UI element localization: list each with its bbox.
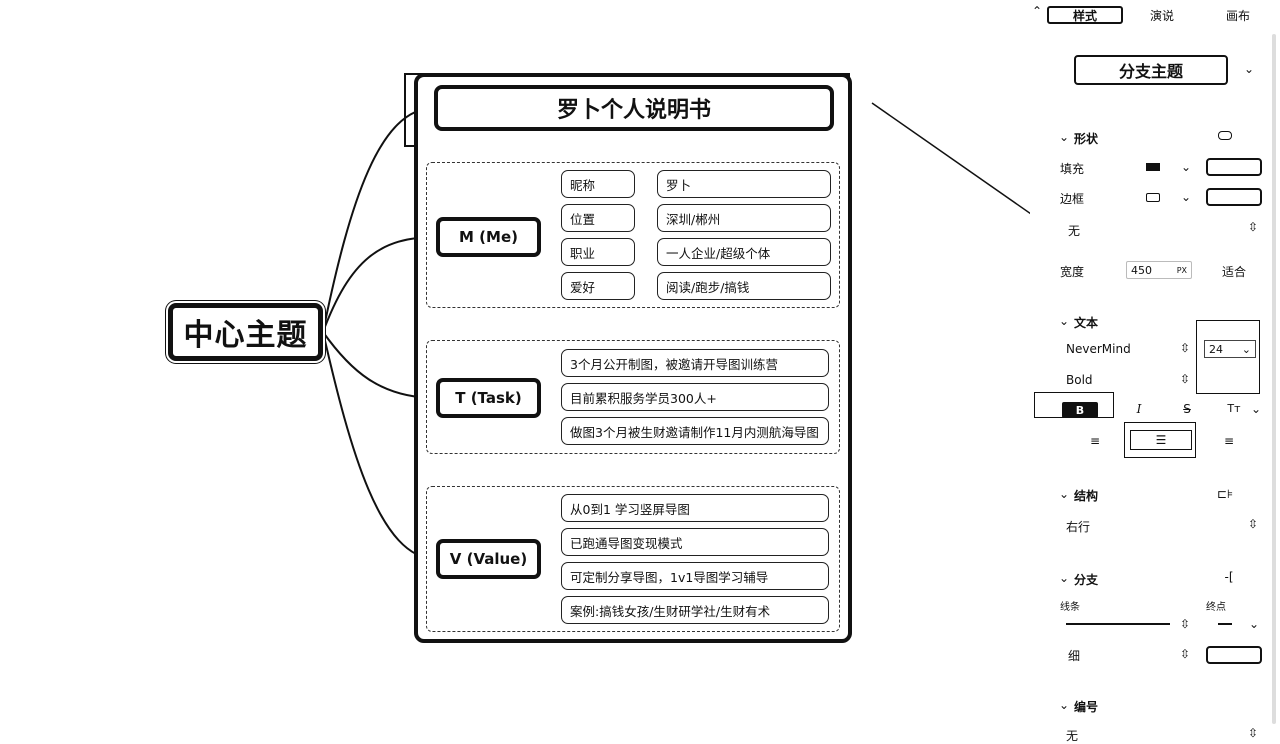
chevron-down-icon[interactable]: ⌄ xyxy=(1058,571,1070,585)
updown-arrows-icon[interactable]: ⇳ xyxy=(1248,517,1259,531)
align-right-icon[interactable]: ≡ xyxy=(1223,434,1235,448)
format-panel: ⌃ 样式 演说 画布 分支主题 ⌄ ⌄ 形状 填充 ⌄ 边框 ⌄ 无 ⇳ 宽度 … xyxy=(1030,0,1280,743)
align-left-icon[interactable]: ≡ xyxy=(1089,434,1101,448)
width-value: 450 xyxy=(1131,263,1152,277)
branch-section-title: 分支 xyxy=(1074,573,1099,587)
shape-section-title: 形状 xyxy=(1074,132,1099,146)
subtopic[interactable]: 可定制分享导图，1v1导图学习辅导 xyxy=(561,562,829,590)
tab-style[interactable]: 样式 xyxy=(1047,6,1123,24)
line-style-select[interactable] xyxy=(1066,623,1170,625)
subtopic-value[interactable]: 阅读/跑步/搞钱 xyxy=(657,272,831,300)
fill-label: 填充 xyxy=(1060,162,1085,176)
width-label: 宽度 xyxy=(1060,265,1085,279)
line-label: 线条 xyxy=(1060,602,1080,613)
branch-color-button[interactable] xyxy=(1206,646,1262,664)
subtopic[interactable]: 案例:搞钱女孩/生财研学社/生财有术 xyxy=(561,596,829,624)
mindmap-canvas[interactable]: 罗卜个人说明书 中心主题 M (Me) T (Task) V (Value) 昵… xyxy=(0,0,1197,742)
subtopic[interactable]: 从0到1 学习竖屏导图 xyxy=(561,494,829,522)
end-label: 终点 xyxy=(1206,602,1226,613)
central-topic[interactable]: 中心主题 xyxy=(168,303,323,361)
subtopic-value[interactable]: 一人企业/超级个体 xyxy=(657,238,831,266)
map-title-topic[interactable]: 罗卜个人说明书 xyxy=(434,85,834,131)
subtopic-key[interactable]: 职业 xyxy=(561,238,635,266)
subtopic[interactable]: 做图3个月被生财邀请制作11月内测航海导图 xyxy=(561,417,829,445)
branch-group-me xyxy=(426,162,840,308)
fill-color-swatch[interactable] xyxy=(1146,163,1160,171)
align-center-button[interactable]: ☰ xyxy=(1130,430,1192,450)
subtopic[interactable]: 目前累积服务学员300人+ xyxy=(561,383,829,411)
font-weight-select[interactable]: Bold xyxy=(1066,373,1093,387)
collapse-up-icon[interactable]: ⌃ xyxy=(1031,4,1043,18)
updown-arrows-icon[interactable]: ⇳ xyxy=(1248,726,1259,740)
chevron-down-icon[interactable]: ⌄ xyxy=(1058,487,1070,501)
chevron-down-icon[interactable]: ⌄ xyxy=(1180,190,1192,204)
line-end-select[interactable] xyxy=(1218,623,1232,625)
border-label: 边框 xyxy=(1060,192,1085,206)
branch-topic-me[interactable]: M (Me) xyxy=(436,217,541,257)
updown-arrows-icon[interactable]: ⇳ xyxy=(1180,647,1191,661)
chevron-down-icon[interactable]: ⌄ xyxy=(1250,402,1262,416)
updown-arrows-icon[interactable]: ⇳ xyxy=(1180,341,1191,355)
chevron-down-icon[interactable]: ⌄ xyxy=(1248,617,1260,631)
updown-arrows-icon[interactable]: ⇳ xyxy=(1180,372,1191,386)
tab-pitch[interactable]: 演说 xyxy=(1149,8,1174,23)
font-size-highlight xyxy=(1196,320,1260,394)
strikethrough-icon[interactable]: S xyxy=(1183,402,1191,416)
structure-section-title: 结构 xyxy=(1074,489,1099,503)
chevron-down-icon[interactable]: ⌄ xyxy=(1058,314,1070,328)
subtopic-value[interactable]: 罗卜 xyxy=(657,170,831,198)
chevron-down-icon[interactable]: ⌄ xyxy=(1058,130,1070,144)
subtopic-key[interactable]: 爱好 xyxy=(561,272,635,300)
topic-type-button[interactable]: 分支主题 xyxy=(1074,55,1228,85)
subtopic[interactable]: 3个月公开制图，被邀请开导图训练营 xyxy=(561,349,829,377)
font-size-select[interactable]: 24 ⌄ xyxy=(1204,340,1256,358)
fit-button[interactable]: 适合 xyxy=(1222,265,1247,279)
subtopic[interactable]: 已跑通导图变现模式 xyxy=(561,528,829,556)
text-section-title: 文本 xyxy=(1074,316,1099,330)
font-family-select[interactable]: NeverMind xyxy=(1066,342,1131,356)
branch-topic-value[interactable]: V (Value) xyxy=(436,539,541,579)
font-size-value: 24 xyxy=(1209,342,1223,356)
align-center-icon: ☰ xyxy=(1155,433,1167,447)
chevron-down-icon[interactable]: ⌄ xyxy=(1243,62,1255,76)
chevron-down-icon[interactable]: ⌄ xyxy=(1180,160,1192,174)
line-thickness-select[interactable]: 细 xyxy=(1068,649,1081,663)
updown-arrows-icon[interactable]: ⇳ xyxy=(1248,220,1259,234)
subtopic-value[interactable]: 深圳/郴州 xyxy=(657,204,831,232)
updown-arrows-icon[interactable]: ⇳ xyxy=(1180,617,1191,631)
align-center-highlight xyxy=(1124,422,1196,458)
subtopic-key[interactable]: 位置 xyxy=(561,204,635,232)
chevron-down-icon[interactable]: ⌄ xyxy=(1058,698,1070,712)
italic-icon[interactable]: I xyxy=(1136,402,1142,416)
bold-button[interactable]: B xyxy=(1062,402,1098,418)
border-color-button[interactable] xyxy=(1206,188,1262,206)
panel-scrollbar[interactable] xyxy=(1272,34,1276,724)
fill-color-button[interactable] xyxy=(1206,158,1262,176)
border-value[interactable]: 无 xyxy=(1068,224,1081,238)
width-unit: PX xyxy=(1176,265,1187,275)
numbering-select[interactable]: 无 xyxy=(1066,729,1079,743)
branch-topic-task[interactable]: T (Task) xyxy=(436,378,541,418)
border-style-icon[interactable] xyxy=(1146,193,1160,202)
branch-group-value xyxy=(426,486,840,632)
text-case-icon[interactable]: Tт xyxy=(1227,402,1241,415)
numbering-section-title: 编号 xyxy=(1074,700,1099,714)
width-input[interactable]: 450 PX xyxy=(1126,261,1192,279)
branch-connector-icon[interactable]: -[ xyxy=(1224,570,1234,584)
structure-map-icon[interactable]: ⊏⊧ xyxy=(1216,487,1234,501)
branch-group-task xyxy=(426,340,840,454)
structure-select[interactable]: 右行 xyxy=(1066,520,1091,534)
tab-canvas[interactable]: 画布 xyxy=(1225,8,1250,23)
subtopic-key[interactable]: 昵称 xyxy=(561,170,635,198)
shape-rounded-rect-icon[interactable] xyxy=(1218,131,1232,140)
chevron-down-icon: ⌄ xyxy=(1241,342,1251,356)
